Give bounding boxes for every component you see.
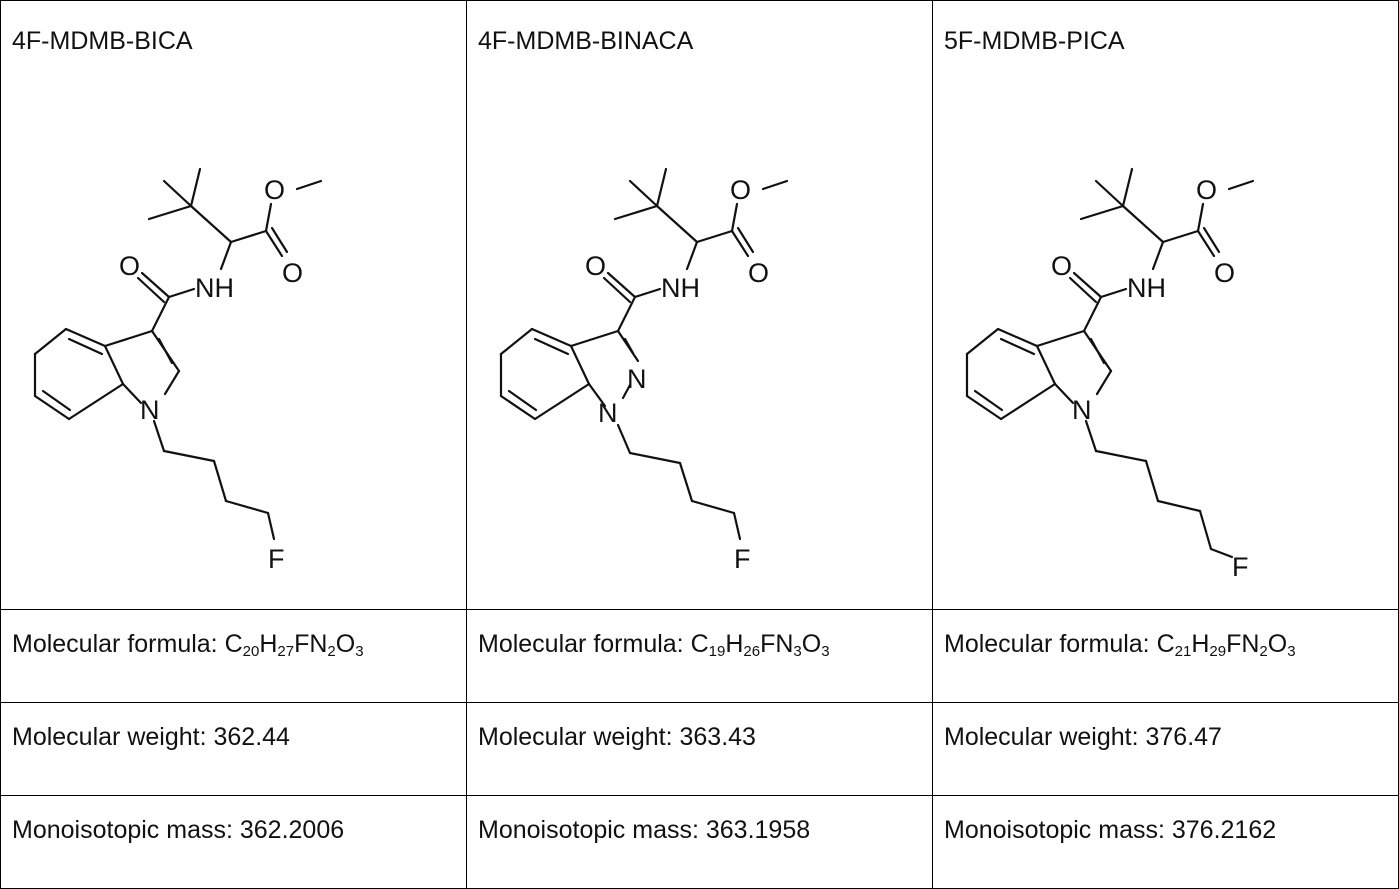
formula-count: 26 xyxy=(743,643,761,660)
structure-cell-4f-mdmb-binaca: 4F-MDMB-BINACA xyxy=(466,0,933,610)
formula-count: 29 xyxy=(1209,643,1227,660)
formula-cell: Molecular formula: C20H27FN2O3 xyxy=(0,609,467,703)
compound-name: 5F-MDMB-PICA xyxy=(944,27,1125,55)
formula-element: O xyxy=(801,630,822,658)
atom-label-o: O xyxy=(585,251,606,281)
formula-element: N xyxy=(1241,630,1260,658)
atom-label-f: F xyxy=(1232,552,1249,582)
atom-label-f: F xyxy=(734,544,751,574)
formula-row: Molecular formula: C20H27FN2O3 Molecular… xyxy=(0,609,1399,703)
mono-cell: Monoisotopic mass: 362.2006 xyxy=(0,795,467,889)
formula-element: F xyxy=(760,630,776,658)
atom-label-nh: NH xyxy=(195,273,234,303)
mono-row: Monoisotopic mass: 362.2006 Monoisotopic… xyxy=(0,795,1399,889)
formula-element: N xyxy=(775,630,794,658)
formula-element: F xyxy=(1226,630,1242,658)
formula-count: 2 xyxy=(1259,643,1268,660)
atom-label-o: O xyxy=(1214,258,1235,288)
formula-element: O xyxy=(335,630,356,658)
formula-count: 3 xyxy=(793,643,802,660)
formula-element: C xyxy=(690,630,709,658)
weight-cell: Molecular weight: 363.43 xyxy=(466,702,933,796)
atom-label-nh: NH xyxy=(1127,273,1166,303)
monoisotopic-mass: Monoisotopic mass: 376.2162 xyxy=(944,816,1277,844)
atom-label-o: O xyxy=(264,175,285,205)
weight-cell: Molecular weight: 362.44 xyxy=(0,702,467,796)
formula-label: Molecular formula: xyxy=(944,630,1157,658)
formula-element: O xyxy=(1267,630,1288,658)
formula-count: 3 xyxy=(1287,643,1296,660)
formula-element: F xyxy=(294,630,310,658)
atom-label-f: F xyxy=(268,544,285,574)
atom-label-n: N xyxy=(598,398,618,428)
mono-cell: Monoisotopic mass: 376.2162 xyxy=(932,795,1399,889)
mono-cell: Monoisotopic mass: 363.1958 xyxy=(466,795,933,889)
compound-name: 4F-MDMB-BICA xyxy=(12,27,193,55)
atom-label-n: N xyxy=(140,395,160,425)
formula-count: 3 xyxy=(821,643,830,660)
molecular-formula: Molecular formula: C20H27FN2O3 xyxy=(1,610,466,659)
formula-element: H xyxy=(259,630,278,658)
formula-element: C xyxy=(224,630,243,658)
molecular-formula: Molecular formula: C21H29FN2O3 xyxy=(933,610,1398,659)
formula-count: 2 xyxy=(327,643,336,660)
molecular-weight: Molecular weight: 376.47 xyxy=(944,723,1222,751)
formula-count: 21 xyxy=(1174,643,1192,660)
atom-label-nh: NH xyxy=(661,273,700,303)
atom-label-o: O xyxy=(1051,251,1072,281)
atom-label-n: N xyxy=(627,364,647,394)
structure-4f-mdmb-binaca: O O O NH N N F xyxy=(499,167,789,574)
atom-label-n: N xyxy=(1072,395,1092,425)
formula-element: H xyxy=(725,630,744,658)
monoisotopic-mass: Monoisotopic mass: 362.2006 xyxy=(12,816,345,844)
atom-label-o: O xyxy=(748,258,769,288)
structure-cell-5f-mdmb-pica: 5F-MDMB-PICA xyxy=(932,0,1399,610)
monoisotopic-mass: Monoisotopic mass: 363.1958 xyxy=(478,816,811,844)
weight-cell: Molecular weight: 376.47 xyxy=(932,702,1399,796)
formula-cell: Molecular formula: C21H29FN2O3 xyxy=(932,609,1399,703)
structure-5f-mdmb-pica: O O O NH N F xyxy=(965,167,1255,582)
formula-count: 19 xyxy=(708,643,726,660)
atom-label-o: O xyxy=(119,251,140,281)
atom-label-o: O xyxy=(1196,175,1217,205)
atom-label-o: O xyxy=(730,175,751,205)
compound-name: 4F-MDMB-BINACA xyxy=(478,27,694,55)
formula-count: 3 xyxy=(355,643,364,660)
structure-4f-mdmb-bica: O O O NH N F xyxy=(33,167,323,574)
formula-element: H xyxy=(1191,630,1210,658)
formula-cell: Molecular formula: C19H26FN3O3 xyxy=(466,609,933,703)
formula-label: Molecular formula: xyxy=(478,630,691,658)
weight-row: Molecular weight: 362.44 Molecular weigh… xyxy=(0,702,1399,796)
formula-element: C xyxy=(1156,630,1175,658)
formula-label: Molecular formula: xyxy=(12,630,225,658)
molecular-weight: Molecular weight: 362.44 xyxy=(12,723,290,751)
molecular-formula: Molecular formula: C19H26FN3O3 xyxy=(467,610,932,659)
atom-label-o: O xyxy=(282,258,303,288)
formula-count: 20 xyxy=(242,643,260,660)
structure-row: 4F-MDMB-BICA xyxy=(0,0,1399,610)
formula-count: 27 xyxy=(277,643,295,660)
molecular-weight: Molecular weight: 363.43 xyxy=(478,723,756,751)
structure-cell-4f-mdmb-bica: 4F-MDMB-BICA xyxy=(0,0,467,610)
formula-element: N xyxy=(309,630,328,658)
